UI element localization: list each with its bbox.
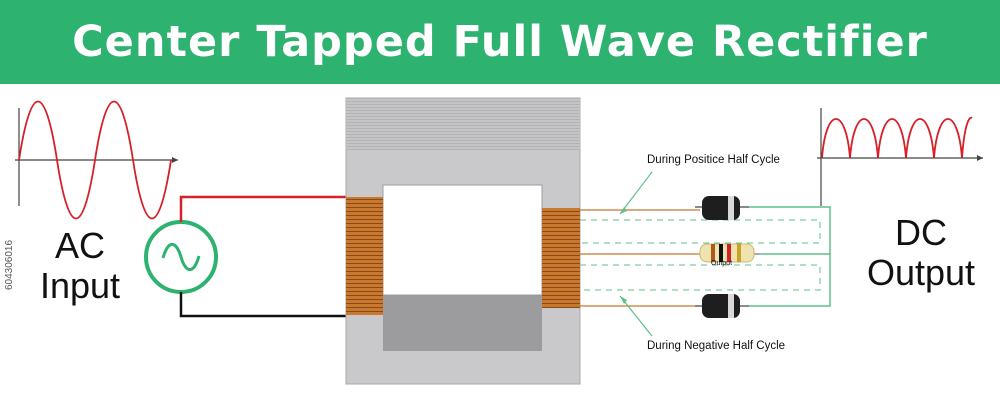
primary-coil [346, 197, 383, 315]
secondary-coil [542, 208, 580, 308]
transformer-core [345, 97, 581, 385]
ac-source-icon [144, 220, 218, 294]
resistor-output-label: Output [711, 260, 733, 267]
diode-icon [695, 294, 749, 318]
positive-half-label: During Positice Half Cycle [647, 154, 780, 166]
rectified-wave-graph [817, 108, 983, 206]
diode-icon [695, 196, 749, 220]
title-banner: Center Tapped Full Wave Rectifier [0, 0, 1000, 84]
resistor-icon [699, 243, 755, 263]
positive-wire [179, 195, 347, 222]
negative-wire [179, 292, 347, 318]
image-id-text: 604306016 [4, 239, 15, 290]
page-title: Center Tapped Full Wave Rectifier [72, 17, 928, 67]
ac-input-label: AC Input [39, 225, 121, 306]
negative-half-label: During Negative Half Cycle [647, 340, 786, 352]
sine-wave-graph [15, 100, 178, 220]
dc-output-label: DC Output [866, 212, 976, 293]
